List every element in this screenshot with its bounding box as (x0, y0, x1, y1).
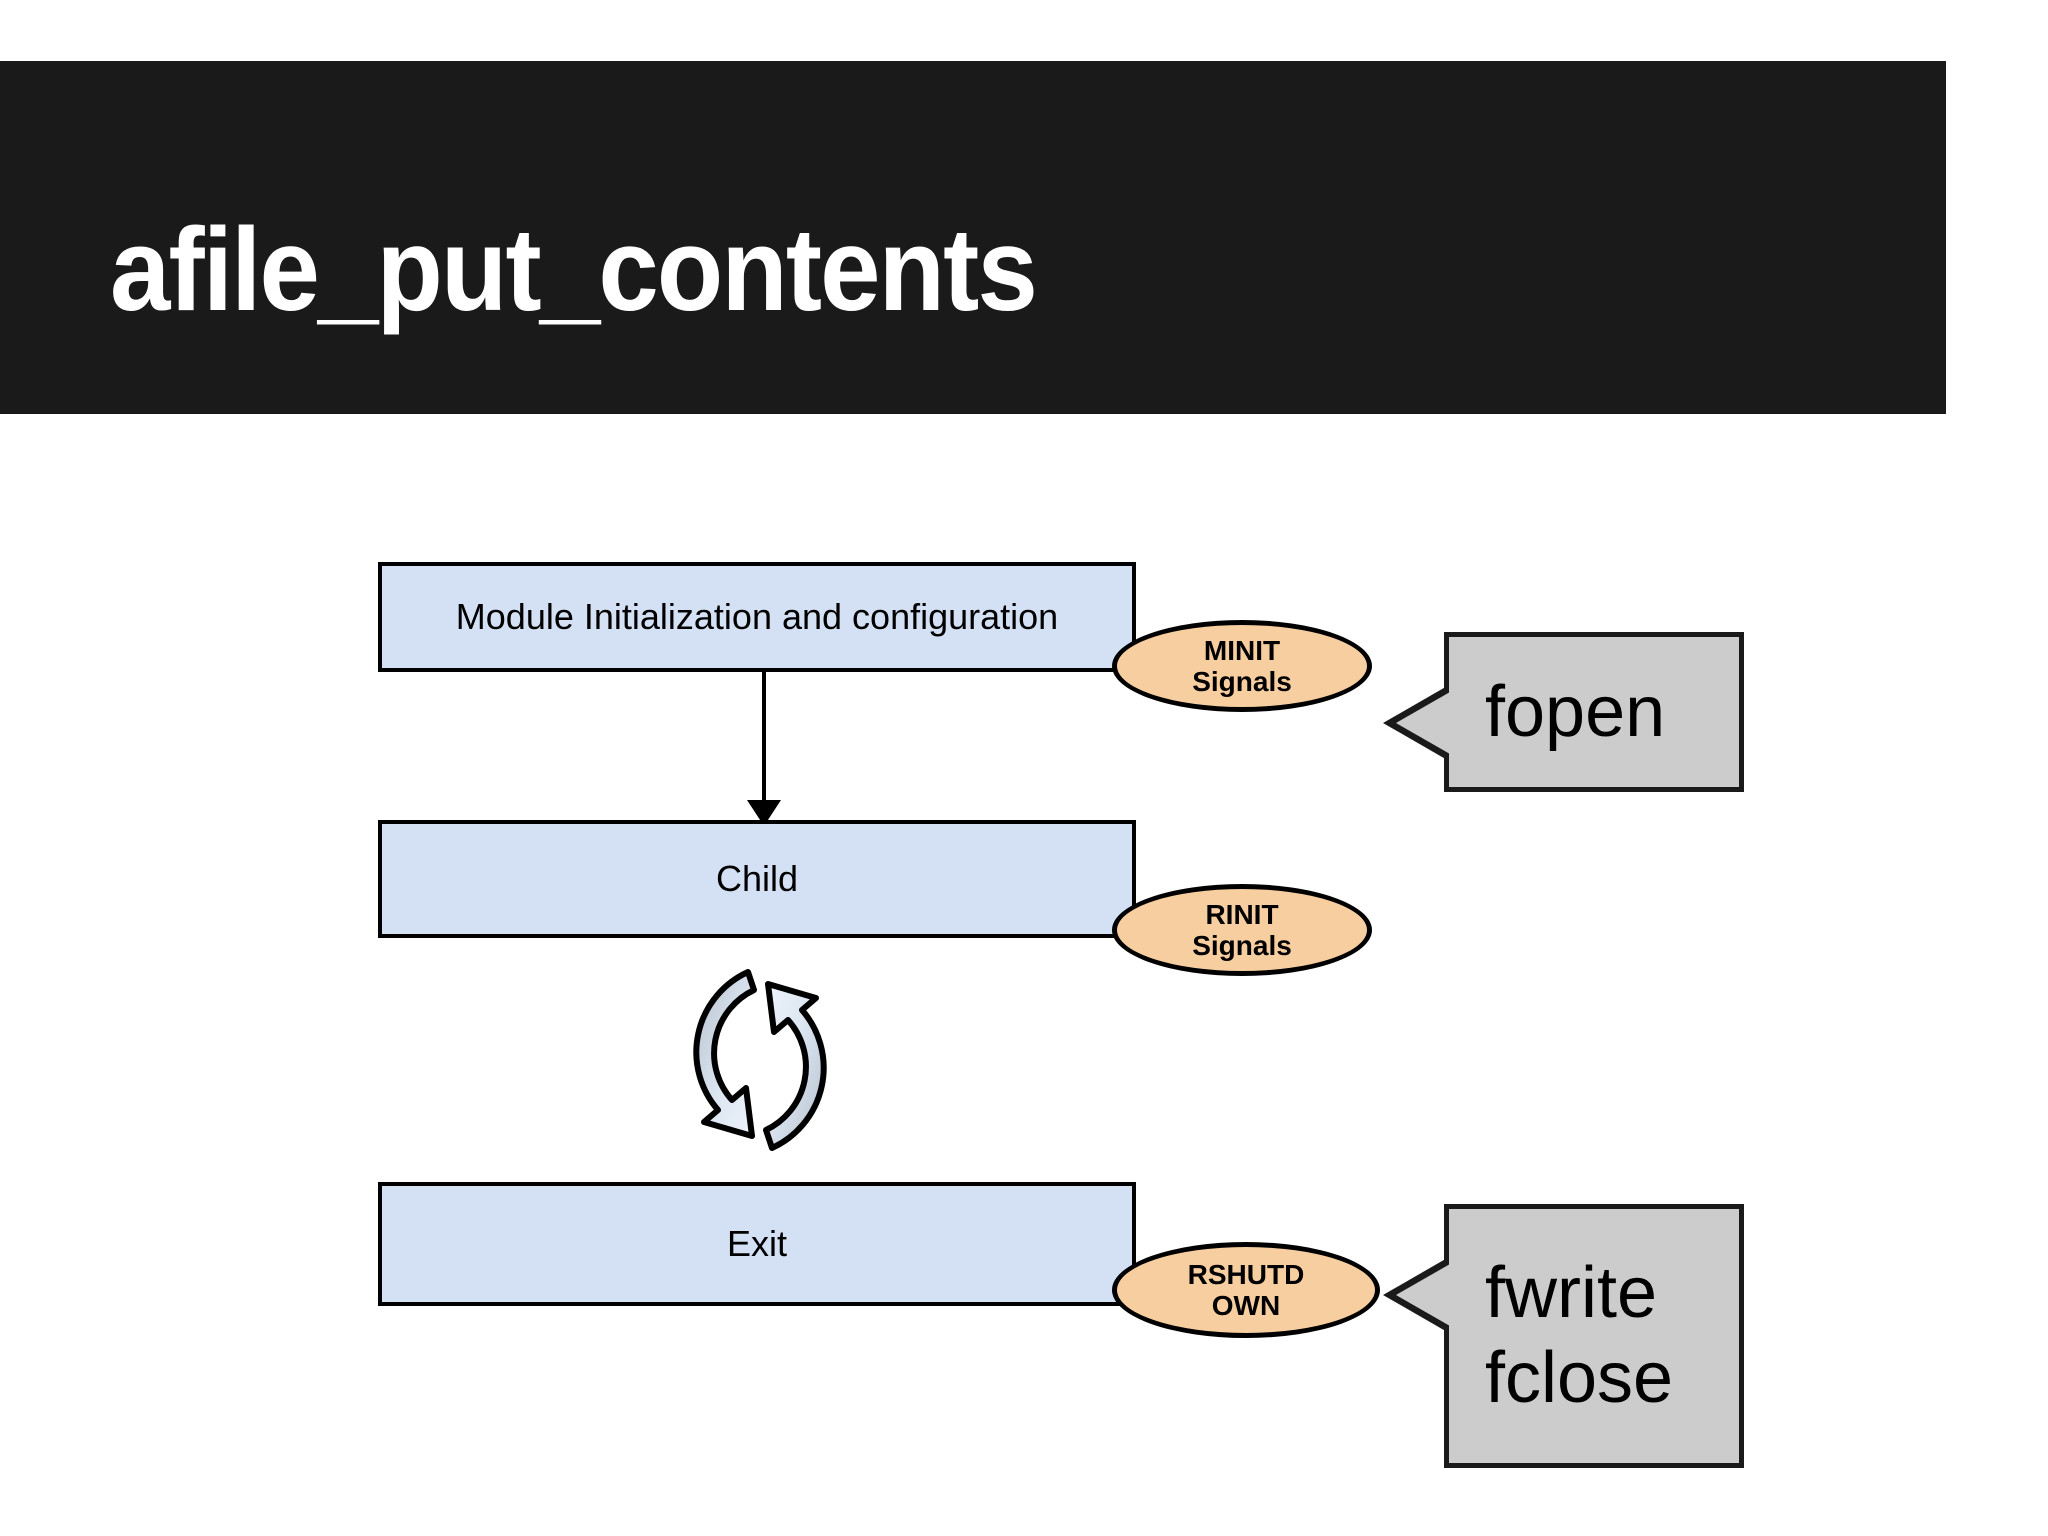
process-box-label: Child (715, 858, 799, 900)
title-banner: afile_put_contents (0, 61, 1946, 414)
arrow-module-init-to-child (747, 672, 781, 826)
phase-label-line2: OWN (1211, 1290, 1281, 1321)
callout-label-line1: fwrite (1485, 1253, 1658, 1334)
process-box-label: Exit (726, 1223, 787, 1265)
callout-tail-fill-icon (1396, 1264, 1450, 1326)
process-box-module-init[interactable]: Module Initialization and configuration (378, 562, 1136, 672)
phase-label-line1: RSHUTD (1187, 1258, 1305, 1290)
callout-tail-fill-icon (1396, 692, 1450, 754)
circular-arrows-loop-icon (660, 960, 860, 1160)
phase-ellipse-minit[interactable]: MINIT Signals (1112, 620, 1372, 712)
callout-fopen[interactable]: fopen (1383, 632, 1744, 792)
phase-ellipse-rshutdown[interactable]: RSHUTD OWN (1112, 1242, 1380, 1338)
process-box-child[interactable]: Child (378, 820, 1136, 938)
page-title: afile_put_contents (110, 204, 1038, 336)
phase-label-line1: MINIT (1203, 634, 1281, 666)
phase-label-line2: Signals (1192, 666, 1292, 697)
callout-label-line1: fopen (1485, 671, 1666, 752)
callout-fwrite-fclose[interactable]: fwrite fclose (1383, 1204, 1744, 1468)
process-box-label: Module Initialization and configuration (455, 596, 1059, 638)
process-box-exit[interactable]: Exit (378, 1182, 1136, 1306)
phase-ellipse-rinit[interactable]: RINIT Signals (1112, 884, 1372, 976)
phase-label-line2: Signals (1192, 930, 1292, 961)
callout-label-line2: fclose (1485, 1338, 1674, 1418)
phase-label-line1: RINIT (1205, 898, 1279, 930)
